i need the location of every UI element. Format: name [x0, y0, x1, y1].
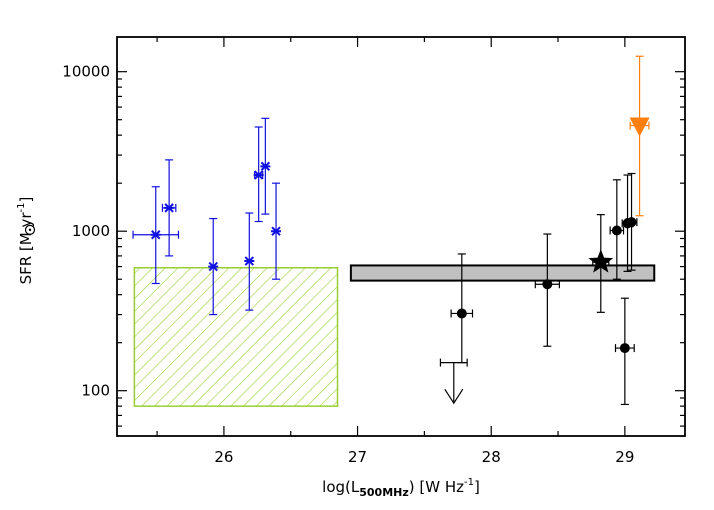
- y-axis-label: SFR [M yr-1]: [16, 197, 35, 285]
- grey-band: [349, 264, 656, 282]
- hatched-region: [133, 266, 339, 407]
- cross-marker: [271, 226, 282, 236]
- solar-mass-symbol: [24, 224, 36, 235]
- star-marker: [588, 249, 614, 273]
- sun-circle: [24, 224, 36, 235]
- x-axis-label: log(L500MHz) [W Hz-1]: [322, 477, 480, 499]
- x-tick-label: 29: [615, 448, 634, 466]
- circle-marker: [542, 279, 553, 290]
- y-tick-label: 100: [81, 382, 110, 400]
- x-tick-label: 26: [214, 448, 233, 466]
- cross-marker: [260, 161, 271, 172]
- arrow-head: [444, 388, 464, 405]
- circle-marker: [619, 343, 630, 354]
- circle-marker: [456, 308, 467, 319]
- cross-marker: [253, 170, 264, 180]
- data-points: [132, 55, 650, 406]
- cross-marker: [208, 261, 219, 272]
- cross-marker: [244, 256, 255, 266]
- axis-ticks: 26 27 28 29 100 1000 10000: [62, 37, 685, 466]
- sun-dot: [28, 228, 32, 232]
- shaded-regions: [133, 264, 656, 407]
- plot-frame: [116, 36, 686, 437]
- x-tick-label: 27: [348, 448, 367, 466]
- y-tick-label: 10000: [62, 63, 110, 81]
- cross-marker: [150, 230, 161, 240]
- cross-marker: [164, 203, 175, 213]
- y-tick-label: 1000: [72, 222, 110, 240]
- circle-marker: [611, 225, 622, 236]
- triangle-marker: [629, 117, 650, 137]
- x-tick-label: 28: [482, 448, 501, 466]
- circle-marker: [626, 217, 637, 228]
